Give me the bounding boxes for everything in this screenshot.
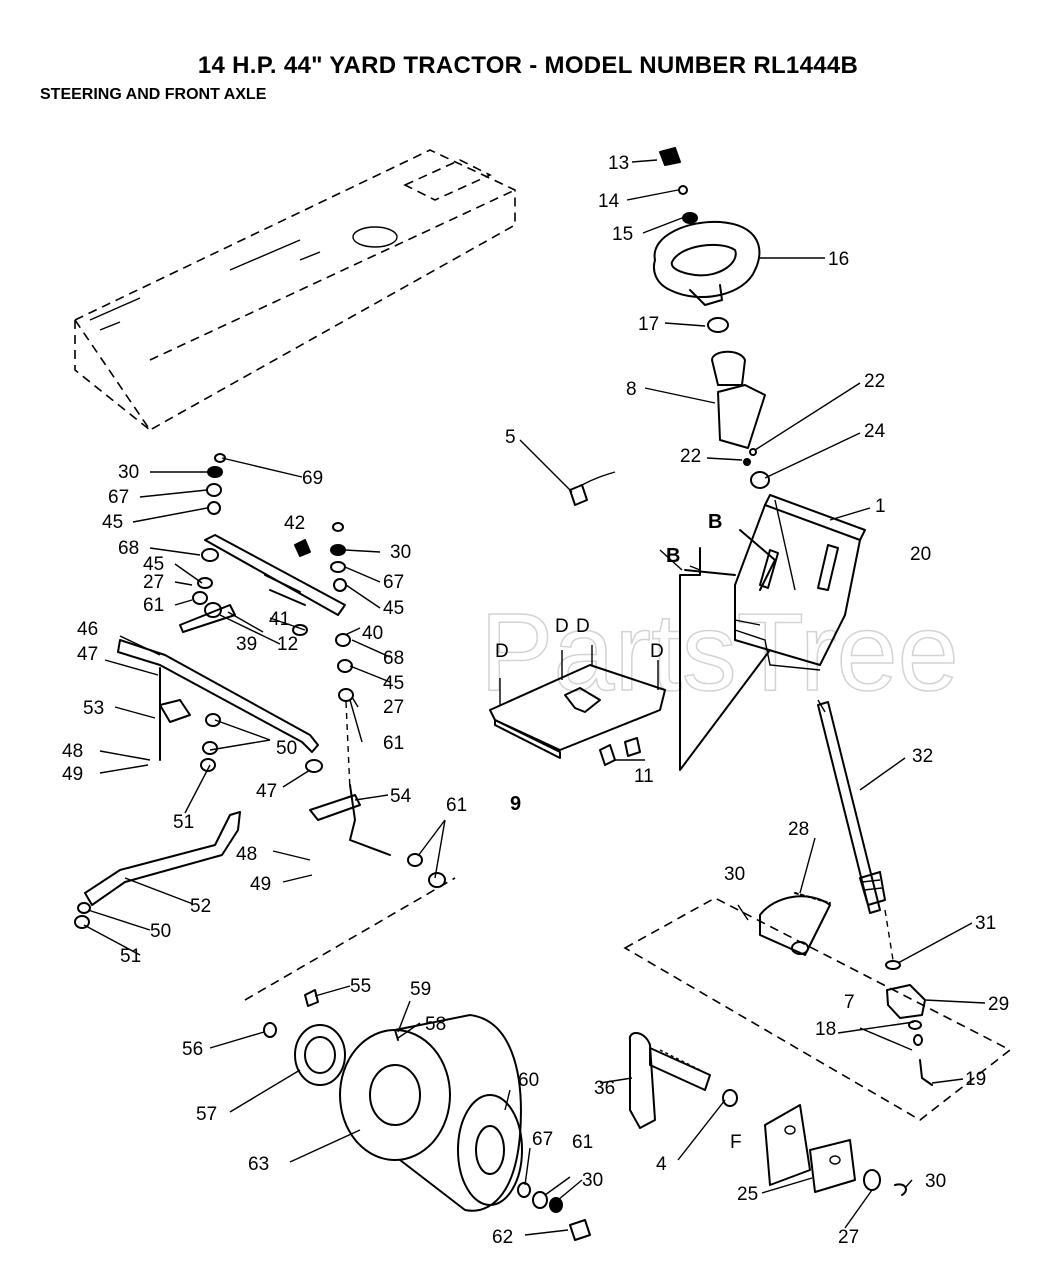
ref-d-3: D (576, 616, 590, 637)
callout-49-left: 49 (62, 764, 83, 785)
callout-labels: 13 14 15 16 17 8 22 24 22 5 1 20 B B D D… (62, 153, 1009, 1248)
callout-45-right: 45 (383, 598, 404, 619)
callout-57: 57 (196, 1104, 217, 1125)
callout-25: 25 (737, 1184, 758, 1205)
callout-55: 55 (350, 976, 371, 997)
callout-63: 63 (248, 1154, 269, 1175)
callout-68-right: 68 (383, 648, 404, 669)
callout-27-spindle: 27 (838, 1227, 859, 1248)
callout-30-hub: 30 (582, 1170, 603, 1191)
callout-51-lower: 51 (120, 946, 141, 967)
steering-wheel-assembly (652, 147, 770, 489)
callout-28: 28 (788, 819, 809, 840)
callout-45-left: 45 (102, 512, 123, 533)
callout-61-hub2: 61 (572, 1132, 593, 1153)
callout-61-right: 61 (383, 733, 404, 754)
callout-61-left: 61 (143, 595, 164, 616)
steering-linkage (74, 534, 346, 929)
callout-4: 4 (656, 1154, 667, 1175)
ref-d-2: D (555, 616, 569, 637)
page-subtitle: STEERING AND FRONT AXLE (40, 86, 267, 103)
callout-58: 58 (425, 1014, 446, 1035)
callout-7: 7 (844, 992, 855, 1013)
spindle-assembly (628, 1032, 907, 1196)
callout-13: 13 (608, 153, 629, 174)
pinion-assembly (885, 960, 933, 1086)
callout-40: 40 (362, 623, 383, 644)
callout-51-upper: 51 (173, 812, 194, 833)
callout-27-left: 27 (143, 572, 164, 593)
callout-8: 8 (626, 379, 637, 400)
callout-48-lower: 48 (236, 844, 257, 865)
callout-46: 46 (77, 619, 98, 640)
callout-39: 39 (236, 634, 257, 655)
callout-14: 14 (598, 191, 620, 212)
callout-62: 62 (492, 1227, 513, 1248)
ref-b-upper: B (708, 511, 722, 533)
reference-lines-b (679, 529, 776, 771)
callout-56: 56 (182, 1039, 203, 1060)
callout-12: 12 (277, 634, 298, 655)
callout-9: 9 (510, 793, 521, 815)
callout-42: 42 (284, 513, 305, 534)
page-title: 14 H.P. 44" YARD TRACTOR - MODEL NUMBER … (197, 52, 859, 79)
callout-67-left: 67 (108, 487, 129, 508)
callout-36: 36 (594, 1078, 615, 1099)
callout-27-right: 27 (383, 697, 404, 718)
callout-68-left: 68 (118, 538, 139, 559)
callout-41: 41 (269, 609, 290, 630)
callout-61-hub: 61 (446, 795, 467, 816)
callout-53: 53 (83, 698, 104, 719)
callout-67-hub: 67 (532, 1129, 553, 1150)
callout-59: 59 (410, 979, 431, 1000)
callout-50-upper: 50 (276, 738, 297, 759)
leader-lines (83, 159, 986, 1236)
ref-d-4: D (650, 641, 664, 662)
callout-22-upper: 22 (864, 371, 885, 392)
axle-outline (244, 877, 1012, 1121)
frame-outline (73, 149, 516, 432)
callout-47-lower: 47 (256, 781, 277, 802)
callout-69: 69 (302, 468, 323, 489)
callout-30-left: 30 (118, 462, 139, 483)
callout-48-left: 48 (62, 741, 83, 762)
callout-49-lower: 49 (250, 874, 271, 895)
callout-60: 60 (518, 1070, 539, 1091)
callout-67-right: 67 (383, 572, 404, 593)
callout-5: 5 (505, 427, 516, 448)
callout-30-gear: 30 (724, 864, 745, 885)
ref-d-1: D (495, 641, 509, 662)
callout-1: 1 (875, 496, 886, 517)
callout-19: 19 (965, 1069, 986, 1090)
callout-32: 32 (912, 746, 933, 767)
callout-24: 24 (864, 421, 886, 442)
callout-22-lower: 22 (680, 446, 701, 467)
callout-17: 17 (638, 314, 659, 335)
callout-11: 11 (634, 766, 654, 787)
callout-45-left2: 45 (143, 554, 164, 575)
callout-50-lower: 50 (150, 921, 171, 942)
kingpin-stack (192, 453, 446, 888)
callout-31: 31 (975, 913, 996, 934)
clip-part-5 (569, 471, 616, 506)
callout-30-right: 30 (390, 542, 411, 563)
callout-16: 16 (828, 249, 849, 270)
floor-plate (489, 645, 666, 766)
callout-20: 20 (910, 544, 931, 565)
steering-shaft (817, 699, 894, 961)
callout-52: 52 (190, 896, 211, 917)
callout-18: 18 (815, 1019, 836, 1040)
sector-gear (737, 892, 831, 956)
callout-45-right2: 45 (383, 673, 404, 694)
callout-29: 29 (988, 994, 1009, 1015)
ref-b-lower: B (666, 545, 680, 567)
ref-f: F (730, 1132, 742, 1153)
callout-47-upper: 47 (77, 644, 98, 665)
callout-54: 54 (390, 786, 412, 807)
watermark: PartsTree (480, 591, 959, 714)
callout-30-spindle: 30 (925, 1171, 946, 1192)
callout-15: 15 (612, 224, 633, 245)
wheel-assembly (263, 989, 591, 1241)
